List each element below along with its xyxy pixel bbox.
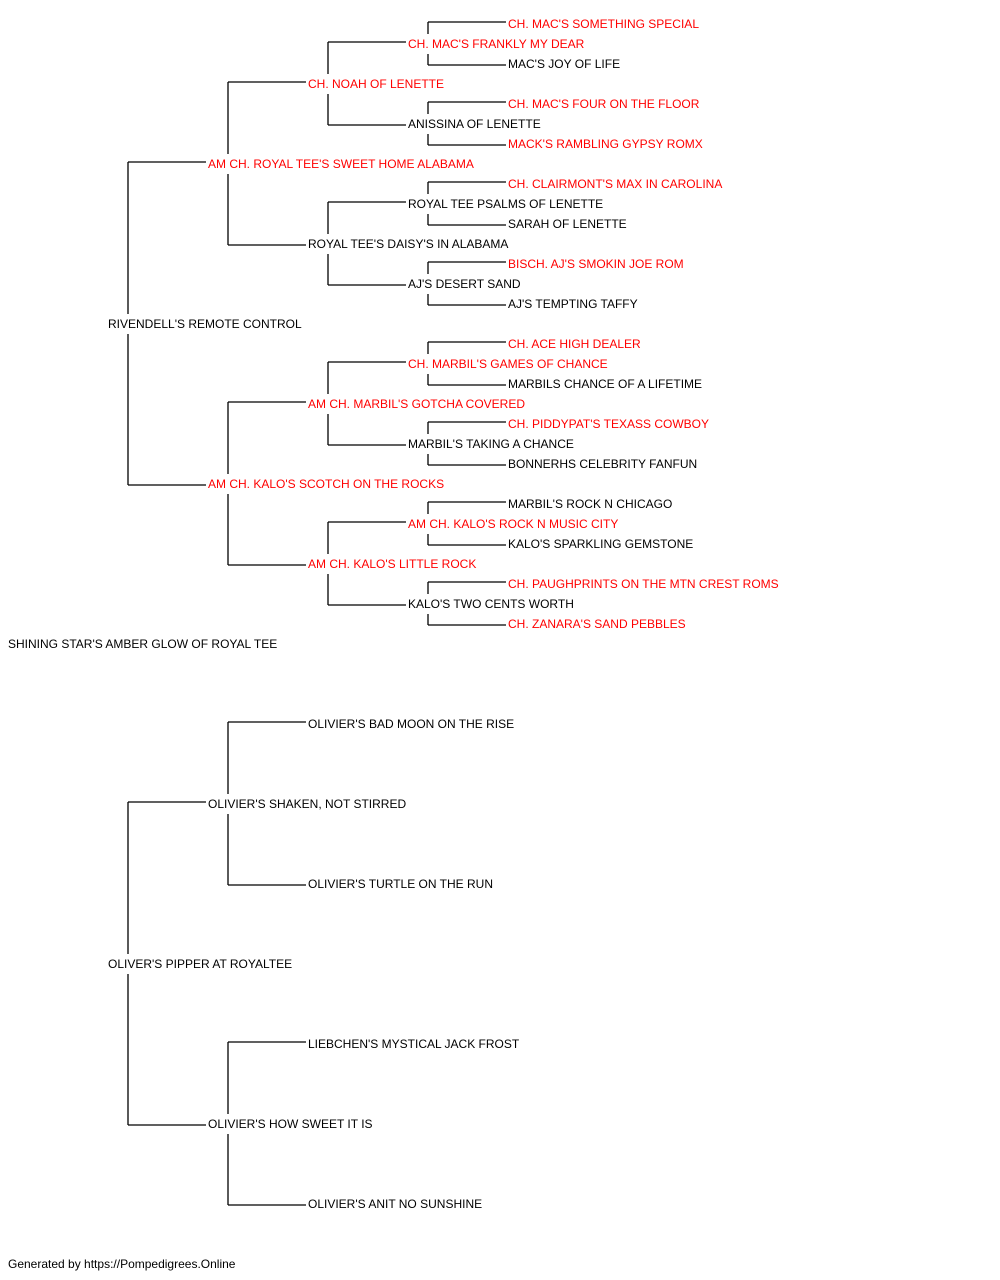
pedigree-entry-s: RIVENDELL'S REMOTE CONTROL	[108, 317, 302, 331]
pedigree-entry-ssssd: MAC'S JOY OF LIFE	[508, 57, 620, 71]
pedigree-entry-sdddd: CH. ZANARA'S SAND PEBBLES	[508, 617, 686, 631]
pedigree-entry-ssdds: BISCH. AJ'S SMOKIN JOE ROM	[508, 257, 684, 271]
pedigree-entry-sssd: ANISSINA OF LENETTE	[408, 117, 541, 131]
pedigree-entry-ssdd: AJ'S DESERT SAND	[408, 277, 521, 291]
pedigree-entry-sd: AM CH. KALO'S SCOTCH ON THE ROCKS	[208, 477, 444, 491]
pedigree-entry-ssss: CH. MAC'S FRANKLY MY DEAR	[408, 37, 585, 51]
pedigree-entry-dd: OLIVIER'S HOW SWEET IT IS	[208, 1117, 373, 1131]
pedigree-entry-r: SHINING STAR'S AMBER GLOW OF ROYAL TEE	[8, 637, 277, 651]
pedigree-entry-sdds: AM CH. KALO'S ROCK N MUSIC CITY	[408, 517, 618, 531]
pedigree-entry-sssdd: MACK'S RAMBLING GYPSY ROMX	[508, 137, 703, 151]
pedigree-entry-dds: LIEBCHEN'S MYSTICAL JACK FROST	[308, 1037, 520, 1051]
pedigree-entry-sss: CH. NOAH OF LENETTE	[308, 77, 444, 91]
pedigree-entry-ss: AM CH. ROYAL TEE'S SWEET HOME ALABAMA	[208, 157, 474, 171]
pedigree-entry-dss: OLIVIER'S BAD MOON ON THE RISE	[308, 717, 514, 731]
pedigree-entry-sdsds: CH. PIDDYPAT'S TEXASS COWBOY	[508, 417, 709, 431]
pedigree-entry-sddsd: KALO'S SPARKLING GEMSTONE	[508, 537, 693, 551]
pedigree-entry-sdd: AM CH. KALO'S LITTLE ROCK	[308, 557, 476, 571]
pedigree-entry-sssds: CH. MAC'S FOUR ON THE FLOOR	[508, 97, 700, 111]
pedigree-entry-ssddd: AJ'S TEMPTING TAFFY	[508, 297, 638, 311]
pedigree-entry-sddd: KALO'S TWO CENTS WORTH	[408, 597, 574, 611]
pedigree-entry-sdss: CH. MARBIL'S GAMES OF CHANCE	[408, 357, 608, 371]
pedigree-entry-ddd: OLIVIER'S ANIT NO SUNSHINE	[308, 1197, 482, 1211]
pedigree-entry-sdsss: CH. ACE HIGH DEALER	[508, 337, 641, 351]
pedigree-entry-dsd: OLIVIER'S TURTLE ON THE RUN	[308, 877, 493, 891]
pedigree-entry-sdsd: MARBIL'S TAKING A CHANCE	[408, 437, 574, 451]
generated-by-footer: Generated by https://Pompedigrees.Online	[8, 1257, 236, 1271]
pedigree-entry-sdsdd: BONNERHS CELEBRITY FANFUN	[508, 457, 697, 471]
pedigree-entry-sds: AM CH. MARBIL'S GOTCHA COVERED	[308, 397, 525, 411]
pedigree-entry-ds: OLIVIER'S SHAKEN, NOT STIRRED	[208, 797, 406, 811]
pedigree-entry-sddss: MARBIL'S ROCK N CHICAGO	[508, 497, 672, 511]
pedigree-entry-d: OLIVER'S PIPPER AT ROYALTEE	[108, 957, 292, 971]
pedigree-entry-sssss: CH. MAC'S SOMETHING SPECIAL	[508, 17, 699, 31]
pedigree-entry-ssds: ROYAL TEE PSALMS OF LENETTE	[408, 197, 603, 211]
pedigree-entry-sdssd: MARBILS CHANCE OF A LIFETIME	[508, 377, 702, 391]
pedigree-entry-ssdsd: SARAH OF LENETTE	[508, 217, 627, 231]
pedigree-entry-sddds: CH. PAUGHPRINTS ON THE MTN CREST ROMS	[508, 577, 779, 591]
pedigree-entry-ssd: ROYAL TEE'S DAISY'S IN ALABAMA	[308, 237, 508, 251]
pedigree-entry-ssdss: CH. CLAIRMONT'S MAX IN CAROLINA	[508, 177, 722, 191]
